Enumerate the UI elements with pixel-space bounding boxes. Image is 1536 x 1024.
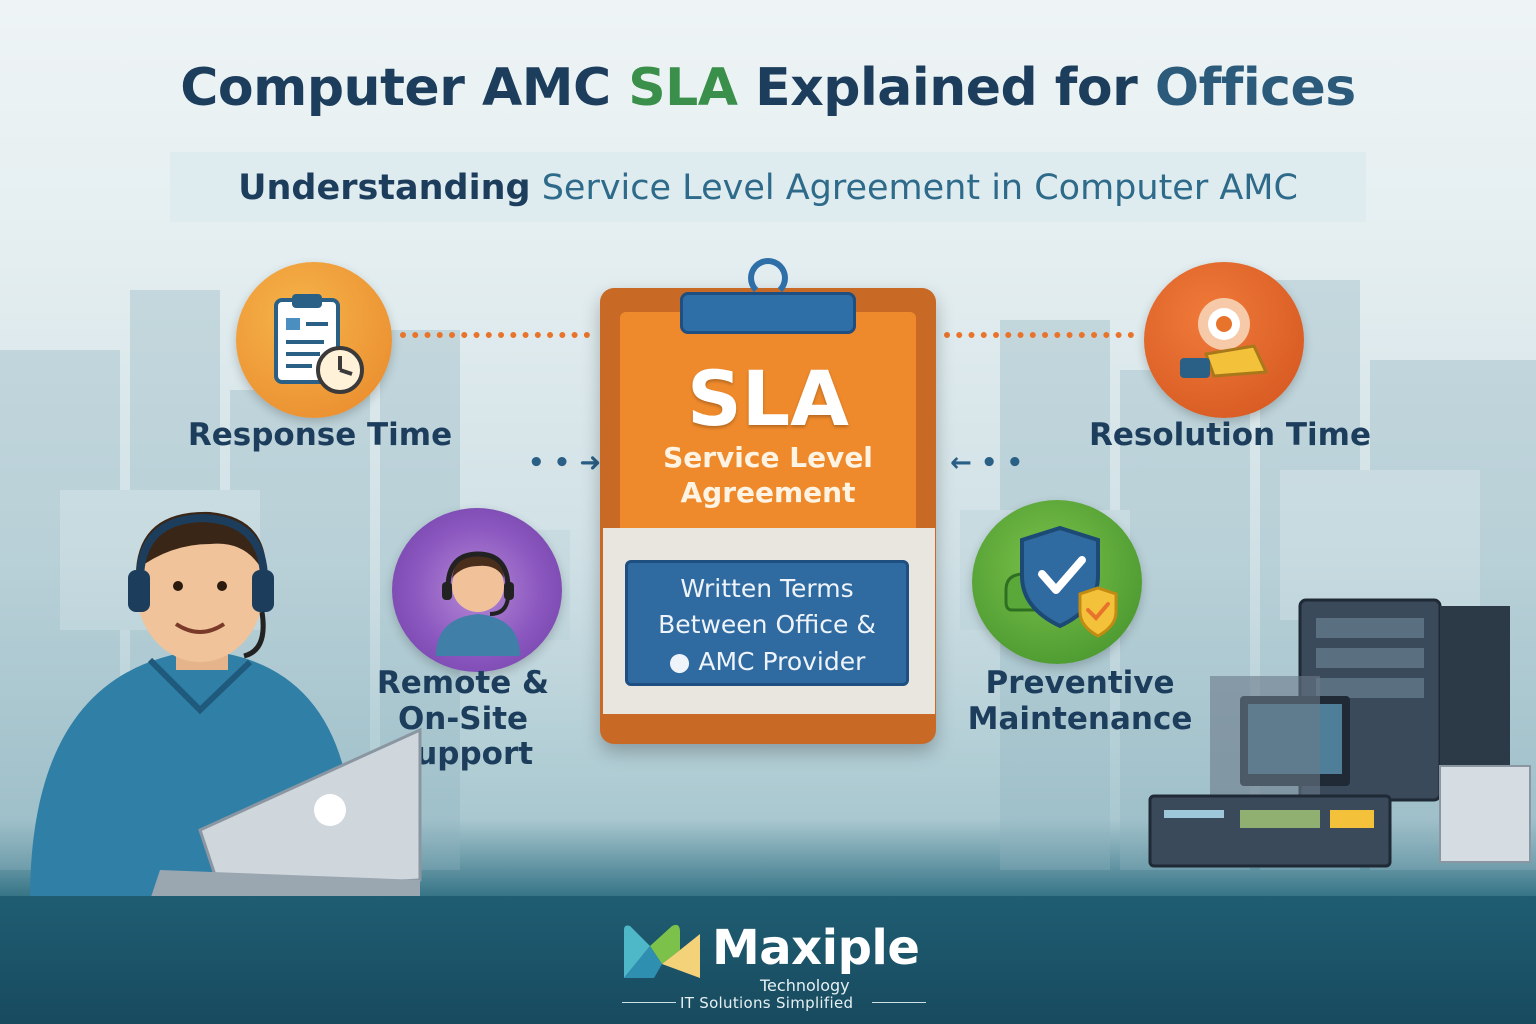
terms-line3: AMC Provider xyxy=(698,646,866,676)
bullet-icon: ● xyxy=(668,646,699,676)
tagline-divider-left xyxy=(622,1002,676,1003)
resolution-time-label: Resolution Time xyxy=(1088,417,1372,453)
terms-box: Written Terms Between Office & ● AMC Pro… xyxy=(625,560,909,686)
clipboard-ring-icon xyxy=(748,258,788,298)
page-title: Computer AMC SLA Explained for Offices xyxy=(0,58,1536,118)
page-subtitle: Understanding Service Level Agreement in… xyxy=(0,168,1536,208)
alarm-siren-icon xyxy=(1180,298,1269,378)
arrow-right-icon: • • ➜ xyxy=(528,448,602,478)
preventive-maintenance-label: Preventive Maintenance xyxy=(940,665,1220,737)
brand-tagline: IT Solutions Simplified xyxy=(680,994,854,1012)
arrow-left-icon: ← • • xyxy=(950,448,1024,478)
support-agent-illustration xyxy=(30,511,422,900)
clipboard-clock-icon xyxy=(274,294,364,394)
shield-check-icon xyxy=(1004,525,1118,638)
sla-sub-line2: Agreement xyxy=(680,476,856,509)
connector-dots-left xyxy=(400,332,590,338)
subtitle-rest: Service Level Agreement in Computer AMC xyxy=(530,168,1298,208)
preventive-line1: Preventive xyxy=(985,665,1175,701)
title-part: Explained for xyxy=(737,58,1155,118)
title-accent: SLA xyxy=(628,58,738,118)
brand-name: Maxiple xyxy=(712,920,920,976)
subtitle-bold: Understanding xyxy=(238,168,531,208)
sla-heading: SLA xyxy=(687,354,849,443)
subtitle-band xyxy=(170,152,1366,222)
headset-agent-icon xyxy=(436,551,520,656)
remote-support-line1: Remote & xyxy=(376,665,550,701)
terms-line1: Written Terms xyxy=(680,574,854,603)
title-part: Offices xyxy=(1154,58,1356,118)
response-time-label: Response Time xyxy=(187,417,453,453)
terms-line2: Between Office & xyxy=(658,610,876,640)
clipboard-clamp xyxy=(680,292,856,334)
sla-subheading: Service Level Agreement xyxy=(620,440,916,510)
preventive-line2: Maintenance xyxy=(967,700,1193,737)
brand-tagline-company: Technology xyxy=(760,976,850,995)
maxiple-logo-icon xyxy=(624,924,700,978)
connector-dots-right xyxy=(944,332,1134,338)
footer-band xyxy=(0,896,1536,1024)
servers-illustration xyxy=(1148,598,1531,868)
tagline-divider-right xyxy=(872,1002,926,1003)
title-part: Computer AMC xyxy=(180,58,629,118)
sla-sub-line1: Service Level xyxy=(663,441,873,474)
